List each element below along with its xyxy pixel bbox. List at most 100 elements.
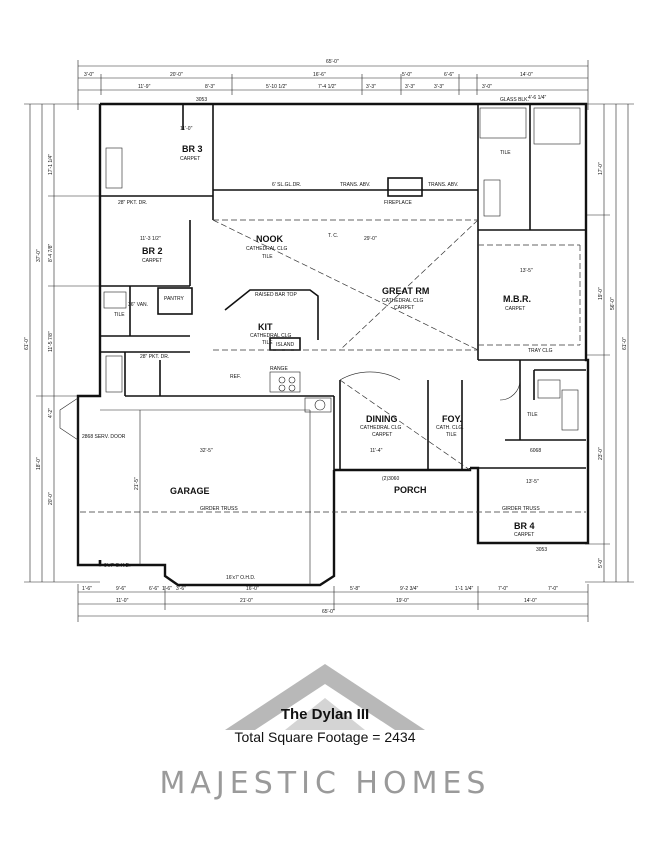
door-3053-label-2: 3053 [536,547,547,553]
top-dim-4: 5'-0" [402,72,412,78]
top-dim2-7: 3'-3" [434,84,444,90]
left-dim-3: 11'-5 7/8" [48,331,54,352]
top-dim2-4: 7'-4 1/2" [318,84,337,90]
top-dim2-8: 3'-0" [482,84,492,90]
br4-truss: GIRDER TRUSS [502,506,540,512]
left-dimensions: 61'-0" 37'-0" 17'-1 1/4" 8'-4 7/8" 11'-5… [24,103,100,583]
dining-size: 11'-4" [370,448,383,454]
right-dim-4: 5'-0" [598,558,604,568]
great-rm-name: GREAT RM [382,286,429,296]
garage-name: GARAGE [170,486,210,496]
br3-name: BR 3 [182,144,203,154]
bottom-dim-2: 9'-6" [116,586,126,592]
garage-depth: 21'-5" [134,477,140,490]
tile-label-bath: TILE [500,150,511,156]
foy-name: FOY. [442,414,462,424]
pkt-dr-label-2: 28" PKT. DR. [140,354,169,360]
br2-name: BR 2 [142,246,163,256]
bottom-dim-8: 9'-2 3/4" [400,586,419,592]
kit-sub: CATHEDRAL CLG [250,333,292,339]
pkt-dr-label-1: 28" PKT. DR. [118,200,147,206]
br3-finish: CARPET [180,156,200,162]
bottom-dim2-3: 19'-0" [396,598,409,604]
ref-label: REF. [230,374,241,380]
serv-door-label: 2868 SERV. DOOR [82,434,126,440]
kit-finish: TILE [262,340,273,346]
bottom-dim2-1: 11'-0" [116,598,129,604]
porch-name: PORCH [394,485,427,495]
garage-truss: GIRDER TRUSS [200,506,238,512]
overall-depth-left: 61'-0" [24,337,30,350]
sl-dr-label: 6' SL.GL.DR. [272,182,301,188]
tile-label-bath2: TILE [114,312,125,318]
door-3060-label: (2)3060 [382,476,399,482]
overall-width-top: 65'-0" [326,59,339,65]
fixture-labels: FIREPLACE PANTRY RAISED BAR TOP ISLAND R… [82,97,553,581]
foy-finish: TILE [446,432,457,438]
great-rm-size: 29'-0" [364,236,377,242]
bottom-dim-1: 1'-6" [82,586,92,592]
mbr-finish: CARPET [505,306,525,312]
bottom-dim-11: 7'-0" [548,586,558,592]
right-dimensions: 61'-0" 56'-0" 17'-0" 19'-0" 23'-0" 5'-0" [585,103,634,583]
left-dim-2: 8'-4 7/8" [48,243,54,262]
bottom-dim-4: 1'-6" [162,586,172,592]
br4-finish: CARPET [514,532,534,538]
bottom-dim-9: 1'-1 1/4" [455,586,474,592]
trans-abv-right: TRANS. ABV. [428,182,458,188]
right-depth-upper: 56'-0" [610,297,616,310]
left-dim-6: 20'-0" [48,492,54,505]
door-3053-label-1: 3053 [196,97,207,103]
dining-sub: CATHEDRAL CLG [360,425,402,431]
top-dimensions: 65'-0" 3'-0" 20'-0" 16'-6" 5'-0" 6'-6" 1… [77,59,589,110]
company-name: MAJESTIC HOMES [159,766,491,801]
br4-size: 13'-5" [526,479,539,485]
island-label: ISLAND [276,342,294,348]
nook-name: NOOK [256,234,284,244]
left-dim-1: 17'-1 1/4" [48,154,54,175]
foy-sub: CATH. CLG. [436,425,464,431]
exterior-walls [76,102,590,587]
left-dim-4: 4'-2" [48,408,54,418]
top-dim-1: 3'-0" [84,72,94,78]
trans-abv-left: TRANS. ABV. [340,182,370,188]
square-footage: Total Square Footage = 2434 [234,729,416,745]
pantry-label: PANTRY [164,296,184,302]
interior-walls [100,104,586,470]
tc-label: T. C. [328,233,338,239]
right-dim-1: 17'-0" [598,162,604,175]
door-6068-label: 6068 [530,448,541,454]
dining-name: DINING [366,414,398,424]
top-dim-5: 6'-6" [444,72,454,78]
ohd-left-label: 9'x7' O.H.D. [104,563,131,569]
range-label: RANGE [270,366,288,372]
bottom-dim-6: 16'-0" [246,586,259,592]
left-dim-5: 18'-0" [36,457,42,470]
great-rm-finish: CARPET [394,305,414,311]
logo-roof-center [285,698,365,730]
nook-finish: TILE [262,254,273,260]
nook-sub: CATHEDRAL CLG [246,246,288,252]
bottom-dim-3: 6'-6" [149,586,159,592]
tile-label-hall: TILE [527,412,538,418]
bottom-dimensions: 1'-6" 9'-6" 6'-6" 1'-6" 3'-6" 16'-0" 5'-… [77,584,589,622]
top-dim2-5: 3'-3" [366,84,376,90]
kit-name: KIT [258,322,273,332]
fireplace-label: FIREPLACE [384,200,412,206]
garage-width: 32'-5" [200,448,213,454]
glass-blk-label: GLASS BLK. [500,97,529,103]
top-dim-6: 14'-0" [520,72,533,78]
br4-name: BR 4 [514,521,535,531]
left-depth-upper: 37'-0" [36,249,42,262]
detail-lines [59,107,581,585]
vanity-label: 36" VAN. [128,302,148,308]
overall-width-bottom: 65'-0" [322,609,335,615]
bottom-dim2-4: 14'-0" [524,598,537,604]
br2-size: 11'-3 1/2" [140,236,161,242]
great-rm-sub: CATHEDRAL CLG [382,298,424,304]
right-dim-2: 19'-0" [598,287,604,300]
br3-size: 11'-0" [180,126,193,132]
ceiling-lines [80,219,586,513]
bottom-dim-10: 7'-0" [498,586,508,592]
br2-finish: CARPET [142,258,162,264]
